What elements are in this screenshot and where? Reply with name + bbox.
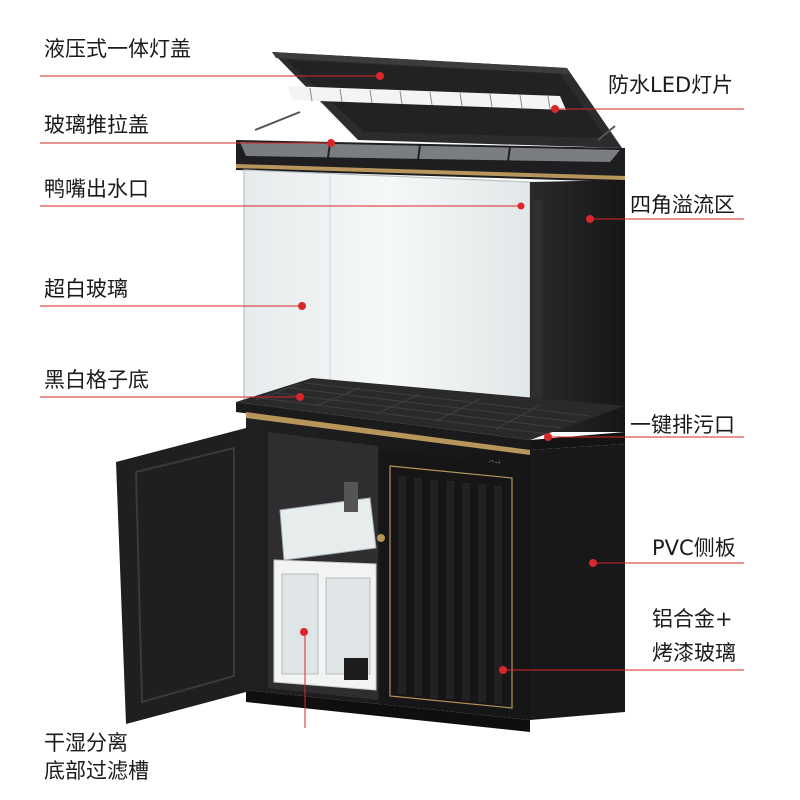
sump-filter [273,482,377,691]
label-baked-paint-glass: 烤漆玻璃 [652,641,736,665]
label-dry-wet-separation: 干湿分离 [44,731,128,755]
hydraulic-lid [254,52,622,148]
gold-trim-top [236,164,625,180]
label-waterproof-led: 防水LED灯片 [608,73,734,97]
leader-lines [40,75,744,728]
label-bottom-filter-tank: 底部过滤槽 [44,759,149,783]
overflow-column [530,180,625,432]
label-corner-overflow: 四角溢流区 [630,193,735,217]
label-duck-outlet: 鸭嘴出水口 [44,177,149,201]
hydraulic-strut-left [254,111,301,131]
top-frame [236,140,625,182]
glass-tank [243,169,625,433]
gold-trim-cabinet [246,412,530,455]
label-glass-sliding-lid: 玻璃推拉盖 [44,113,149,137]
label-ultra-clear-glass: 超白玻璃 [44,277,128,301]
label-aluminum-alloy: 铝合金+ [652,607,733,631]
label-grid-bottom: 黑白格子底 [44,368,149,392]
label-hydraulic-lid: 液压式一体灯盖 [44,37,191,61]
label-pvc-side-panel: PVC侧板 [652,536,736,560]
sliding-glass-lid [240,142,620,162]
led-strip [288,86,566,110]
cabinet: Jiang Cai [116,412,625,732]
pvc-side-panel [530,444,625,720]
hydraulic-strut-right [597,125,616,141]
left-door [116,428,246,724]
label-drain-outlet: 一键排污口 [630,413,735,437]
door-lock [377,534,385,542]
right-door [377,450,522,718]
tank-base-frame [236,378,625,450]
